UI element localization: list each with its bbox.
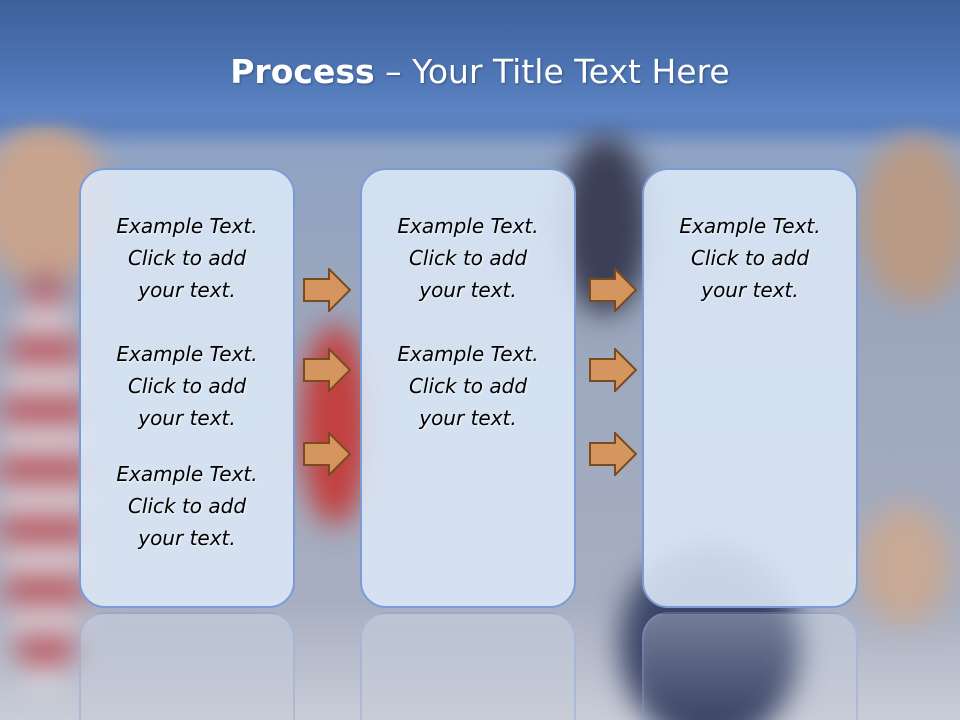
- photo-face-right: [860, 135, 960, 305]
- right-arrow-icon: [589, 268, 637, 312]
- title-bold: Process: [230, 52, 375, 91]
- title-bar: [0, 0, 960, 130]
- panel-2-text-2[interactable]: Example Text. Click to add your text.: [397, 342, 539, 430]
- right-arrow-icon: [589, 432, 637, 476]
- photo-hand-right: [860, 505, 950, 625]
- panel-3-text-1[interactable]: Example Text. Click to add your text.: [679, 214, 821, 302]
- panel-3-reflection: [642, 612, 858, 720]
- right-arrow-icon: [303, 268, 351, 312]
- process-panel-1[interactable]: Example Text. Click to add your text. Ex…: [79, 168, 295, 608]
- process-panel-3[interactable]: Example Text. Click to add your text.: [642, 168, 858, 608]
- panel-2-reflection: [360, 612, 576, 720]
- background-photo: [0, 125, 960, 720]
- right-arrow-icon: [589, 348, 637, 392]
- panel-1-reflection: [79, 612, 295, 720]
- panel-1-text-3[interactable]: Example Text. Click to add your text.: [116, 462, 258, 550]
- panel-1-text-1[interactable]: Example Text. Click to add your text.: [116, 214, 258, 302]
- panel-2-text-1[interactable]: Example Text. Click to add your text.: [397, 214, 539, 302]
- photo-shirt-stripes: [0, 275, 90, 695]
- right-arrow-icon: [303, 432, 351, 476]
- process-panel-2[interactable]: Example Text. Click to add your text. Ex…: [360, 168, 576, 608]
- right-arrow-icon: [303, 348, 351, 392]
- panel-1-text-2[interactable]: Example Text. Click to add your text.: [116, 342, 258, 430]
- title-rest: – Your Title Text Here: [374, 52, 730, 91]
- slide-title[interactable]: Process – Your Title Text Here: [0, 52, 960, 91]
